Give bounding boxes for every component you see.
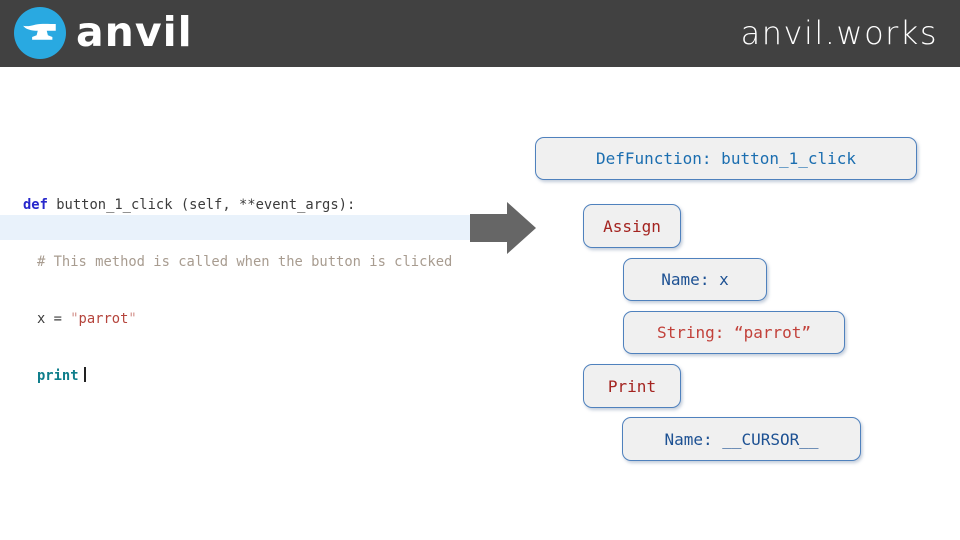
code-snippet: def button_1_click (self, **event_args):… bbox=[23, 158, 452, 424]
site-name: anvil.works bbox=[740, 14, 938, 52]
header-bar: anvil anvil.works bbox=[0, 0, 960, 67]
anvil-wordmark: anvil bbox=[76, 8, 193, 56]
code-line-comment: # This method is called when the button … bbox=[37, 254, 453, 270]
ast-node-name-x: Name: x bbox=[623, 258, 767, 301]
ast-node-deffunction: DefFunction: button_1_click bbox=[535, 137, 917, 180]
string-literal: parrot bbox=[78, 311, 129, 327]
ast-node-print: Print bbox=[583, 364, 681, 408]
keyword-print: print bbox=[37, 368, 79, 384]
close-quote: " bbox=[128, 311, 137, 327]
anvil-icon bbox=[23, 23, 56, 40]
ast-node-name-cursor: Name: __CURSOR__ bbox=[622, 417, 861, 461]
def-signature: button_1_click (self, **event_args): bbox=[47, 197, 356, 213]
ast-node-string-parrot: String: “parrot” bbox=[623, 311, 845, 354]
code-active-line-highlight bbox=[0, 215, 473, 240]
right-arrow-icon bbox=[470, 202, 536, 254]
ast-node-label: Assign bbox=[603, 216, 661, 236]
assign-lhs: x = bbox=[37, 311, 71, 327]
code-line-def: def button_1_click (self, **event_args): bbox=[23, 196, 452, 215]
ast-node-assign: Assign bbox=[583, 204, 681, 248]
keyword-def: def bbox=[23, 197, 48, 213]
ast-node-label: String: “parrot” bbox=[656, 323, 812, 342]
ast-node-label: Name: __CURSOR__ bbox=[664, 429, 819, 449]
ast-node-label: Name: x bbox=[661, 270, 729, 289]
ast-node-label: DefFunction: button_1_click bbox=[595, 149, 857, 168]
ast-node-label: Print bbox=[607, 376, 657, 396]
open-quote: " bbox=[70, 311, 79, 327]
code-line-print: print bbox=[23, 367, 452, 386]
text-cursor bbox=[83, 367, 86, 382]
anvil-logo-icon bbox=[14, 7, 66, 59]
code-line-assign: x = "parrot" bbox=[23, 310, 452, 329]
